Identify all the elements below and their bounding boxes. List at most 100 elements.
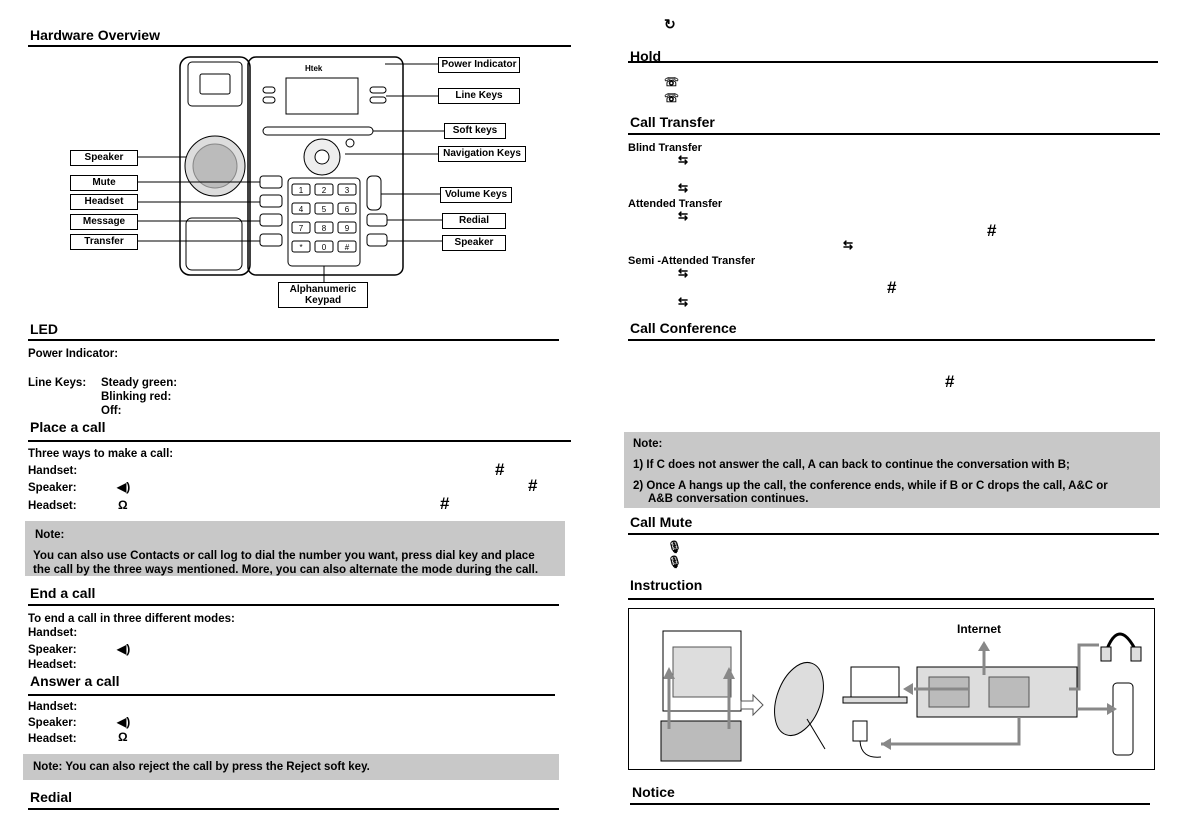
callout-redial: Redial <box>442 213 506 229</box>
note-text: 1) If C does not answer the call, A can … <box>633 459 1070 471</box>
svg-text:Htek: Htek <box>305 64 323 73</box>
headset-icon: Ω <box>118 730 128 744</box>
callout-mute: Mute <box>70 175 138 191</box>
end-row-label: Handset: <box>28 627 78 639</box>
place-row-label: Speaker: <box>28 482 77 494</box>
internet-label: Internet <box>957 622 1002 636</box>
answer-row-label: Speaker: <box>28 717 77 729</box>
answer-row-label: Headset: <box>28 733 77 745</box>
transfer-icon: ⇆ <box>678 295 689 309</box>
place-row-label: Handset: <box>28 465 78 477</box>
keypad-key: 4 <box>299 205 304 214</box>
led-state: Steady green: <box>101 377 178 389</box>
speaker-icon: ◀) <box>117 715 131 729</box>
phone-diagram: Htek 1 2 3 4 5 6 7 8 9 * 0 # <box>136 56 444 282</box>
callout-alphanumeric-keypad: Alphanumeric Keypad <box>278 282 368 308</box>
callout-line: Alphanumeric <box>289 284 357 295</box>
divider <box>630 803 1150 805</box>
transfer-icon: ⇆ <box>678 209 689 223</box>
callout-volume-keys: Volume Keys <box>440 187 512 203</box>
hold-title: Hold <box>630 48 662 64</box>
led-title: LED <box>30 321 58 337</box>
redial-title: Redial <box>30 789 73 805</box>
answer-call-note: Note: You can also reject the call by pr… <box>23 754 559 780</box>
place-call-title: Place a call <box>30 419 106 435</box>
transfer-icon: ⇆ <box>678 266 689 280</box>
callout-message: Message <box>70 214 138 230</box>
end-call-intro: To end a call in three different modes: <box>28 613 235 625</box>
mute-icon: 🎙 <box>667 555 683 569</box>
divider <box>28 694 555 696</box>
blind-transfer-label: Blind Transfer <box>628 142 702 154</box>
divider <box>28 440 571 442</box>
end-row-label: Headset: <box>28 659 77 671</box>
keypad-key: 6 <box>345 205 350 214</box>
divider <box>628 133 1160 135</box>
led-state: Off: <box>101 405 122 417</box>
keypad-key: 2 <box>322 186 327 195</box>
answer-call-title: Answer a call <box>30 673 120 689</box>
notice-title: Notice <box>632 784 675 800</box>
divider <box>628 598 1154 600</box>
divider <box>628 339 1155 341</box>
note-text: You can also use Contacts or call log to… <box>33 549 535 562</box>
hash-icon: # <box>528 476 538 495</box>
note-text: A&B conversation continues. <box>648 493 809 505</box>
note-text: Note: You can also reject the call by pr… <box>33 761 370 773</box>
keypad-key: 8 <box>322 224 327 233</box>
callout-power-indicator: Power Indicator <box>438 57 520 73</box>
hash-icon: # <box>945 372 955 391</box>
hold-icon: ☏ <box>664 91 680 105</box>
hash-icon: # <box>495 460 505 479</box>
hash-icon: # <box>987 221 997 240</box>
divider <box>28 604 559 606</box>
callout-transfer: Transfer <box>70 234 138 250</box>
divider <box>628 61 1158 63</box>
mute-icon: 🎙 <box>667 540 683 554</box>
keypad-key: # <box>345 243 350 252</box>
keypad-key: 3 <box>345 186 350 195</box>
place-row-label: Headset: <box>28 500 77 512</box>
divider <box>28 45 571 47</box>
hash-icon: # <box>440 494 450 513</box>
transfer-icon: ⇆ <box>678 181 689 195</box>
line-keys-label: Line Keys: <box>28 377 87 389</box>
divider <box>28 808 559 810</box>
callout-headset: Headset <box>70 194 138 210</box>
power-indicator-label: Power Indicator: <box>28 348 119 360</box>
end-call-title: End a call <box>30 585 96 601</box>
call-mute-title: Call Mute <box>630 514 693 530</box>
instruction-title: Instruction <box>630 577 703 593</box>
place-call-intro: Three ways to make a call: <box>28 448 174 460</box>
connection-illustration <box>660 630 1142 762</box>
keypad-key: 7 <box>299 224 304 233</box>
end-row-label: Speaker: <box>28 644 77 656</box>
note-text: 2) Once A hangs up the call, the confere… <box>633 480 1108 492</box>
divider <box>628 533 1159 535</box>
led-state: Blinking red: <box>101 391 172 403</box>
note-text: the call by the three ways mentioned. Mo… <box>33 563 539 576</box>
hardware-overview-title: Hardware Overview <box>30 27 160 43</box>
callout-speaker-right: Speaker <box>442 235 506 251</box>
semi-attended-transfer-label: Semi -Attended Transfer <box>628 255 756 267</box>
instruction-diagram: Internet <box>628 608 1155 770</box>
hold-icon: ☏ <box>664 75 680 89</box>
conference-note: Note: 1) If C does not answer the call, … <box>624 432 1160 508</box>
transfer-icon: ⇆ <box>678 153 689 167</box>
note-title: Note: <box>633 438 663 450</box>
keypad-key: 0 <box>322 243 327 252</box>
attended-transfer-label: Attended Transfer <box>628 198 723 210</box>
keypad-key: * <box>299 243 302 252</box>
call-conference-title: Call Conference <box>630 320 737 336</box>
speaker-icon: ◀) <box>117 480 131 494</box>
headset-icon: Ω <box>118 498 128 512</box>
redial-icon: ↻ <box>664 16 676 32</box>
callout-navigation-keys: Navigation Keys <box>438 146 526 162</box>
keypad-key: 9 <box>345 224 350 233</box>
note-title: Note: <box>35 529 65 541</box>
keypad-key: 5 <box>322 205 327 214</box>
transfer-icon: ⇆ <box>843 238 854 252</box>
callout-line-keys: Line Keys <box>438 88 520 104</box>
divider <box>28 339 559 341</box>
speaker-icon: ◀) <box>117 642 131 656</box>
